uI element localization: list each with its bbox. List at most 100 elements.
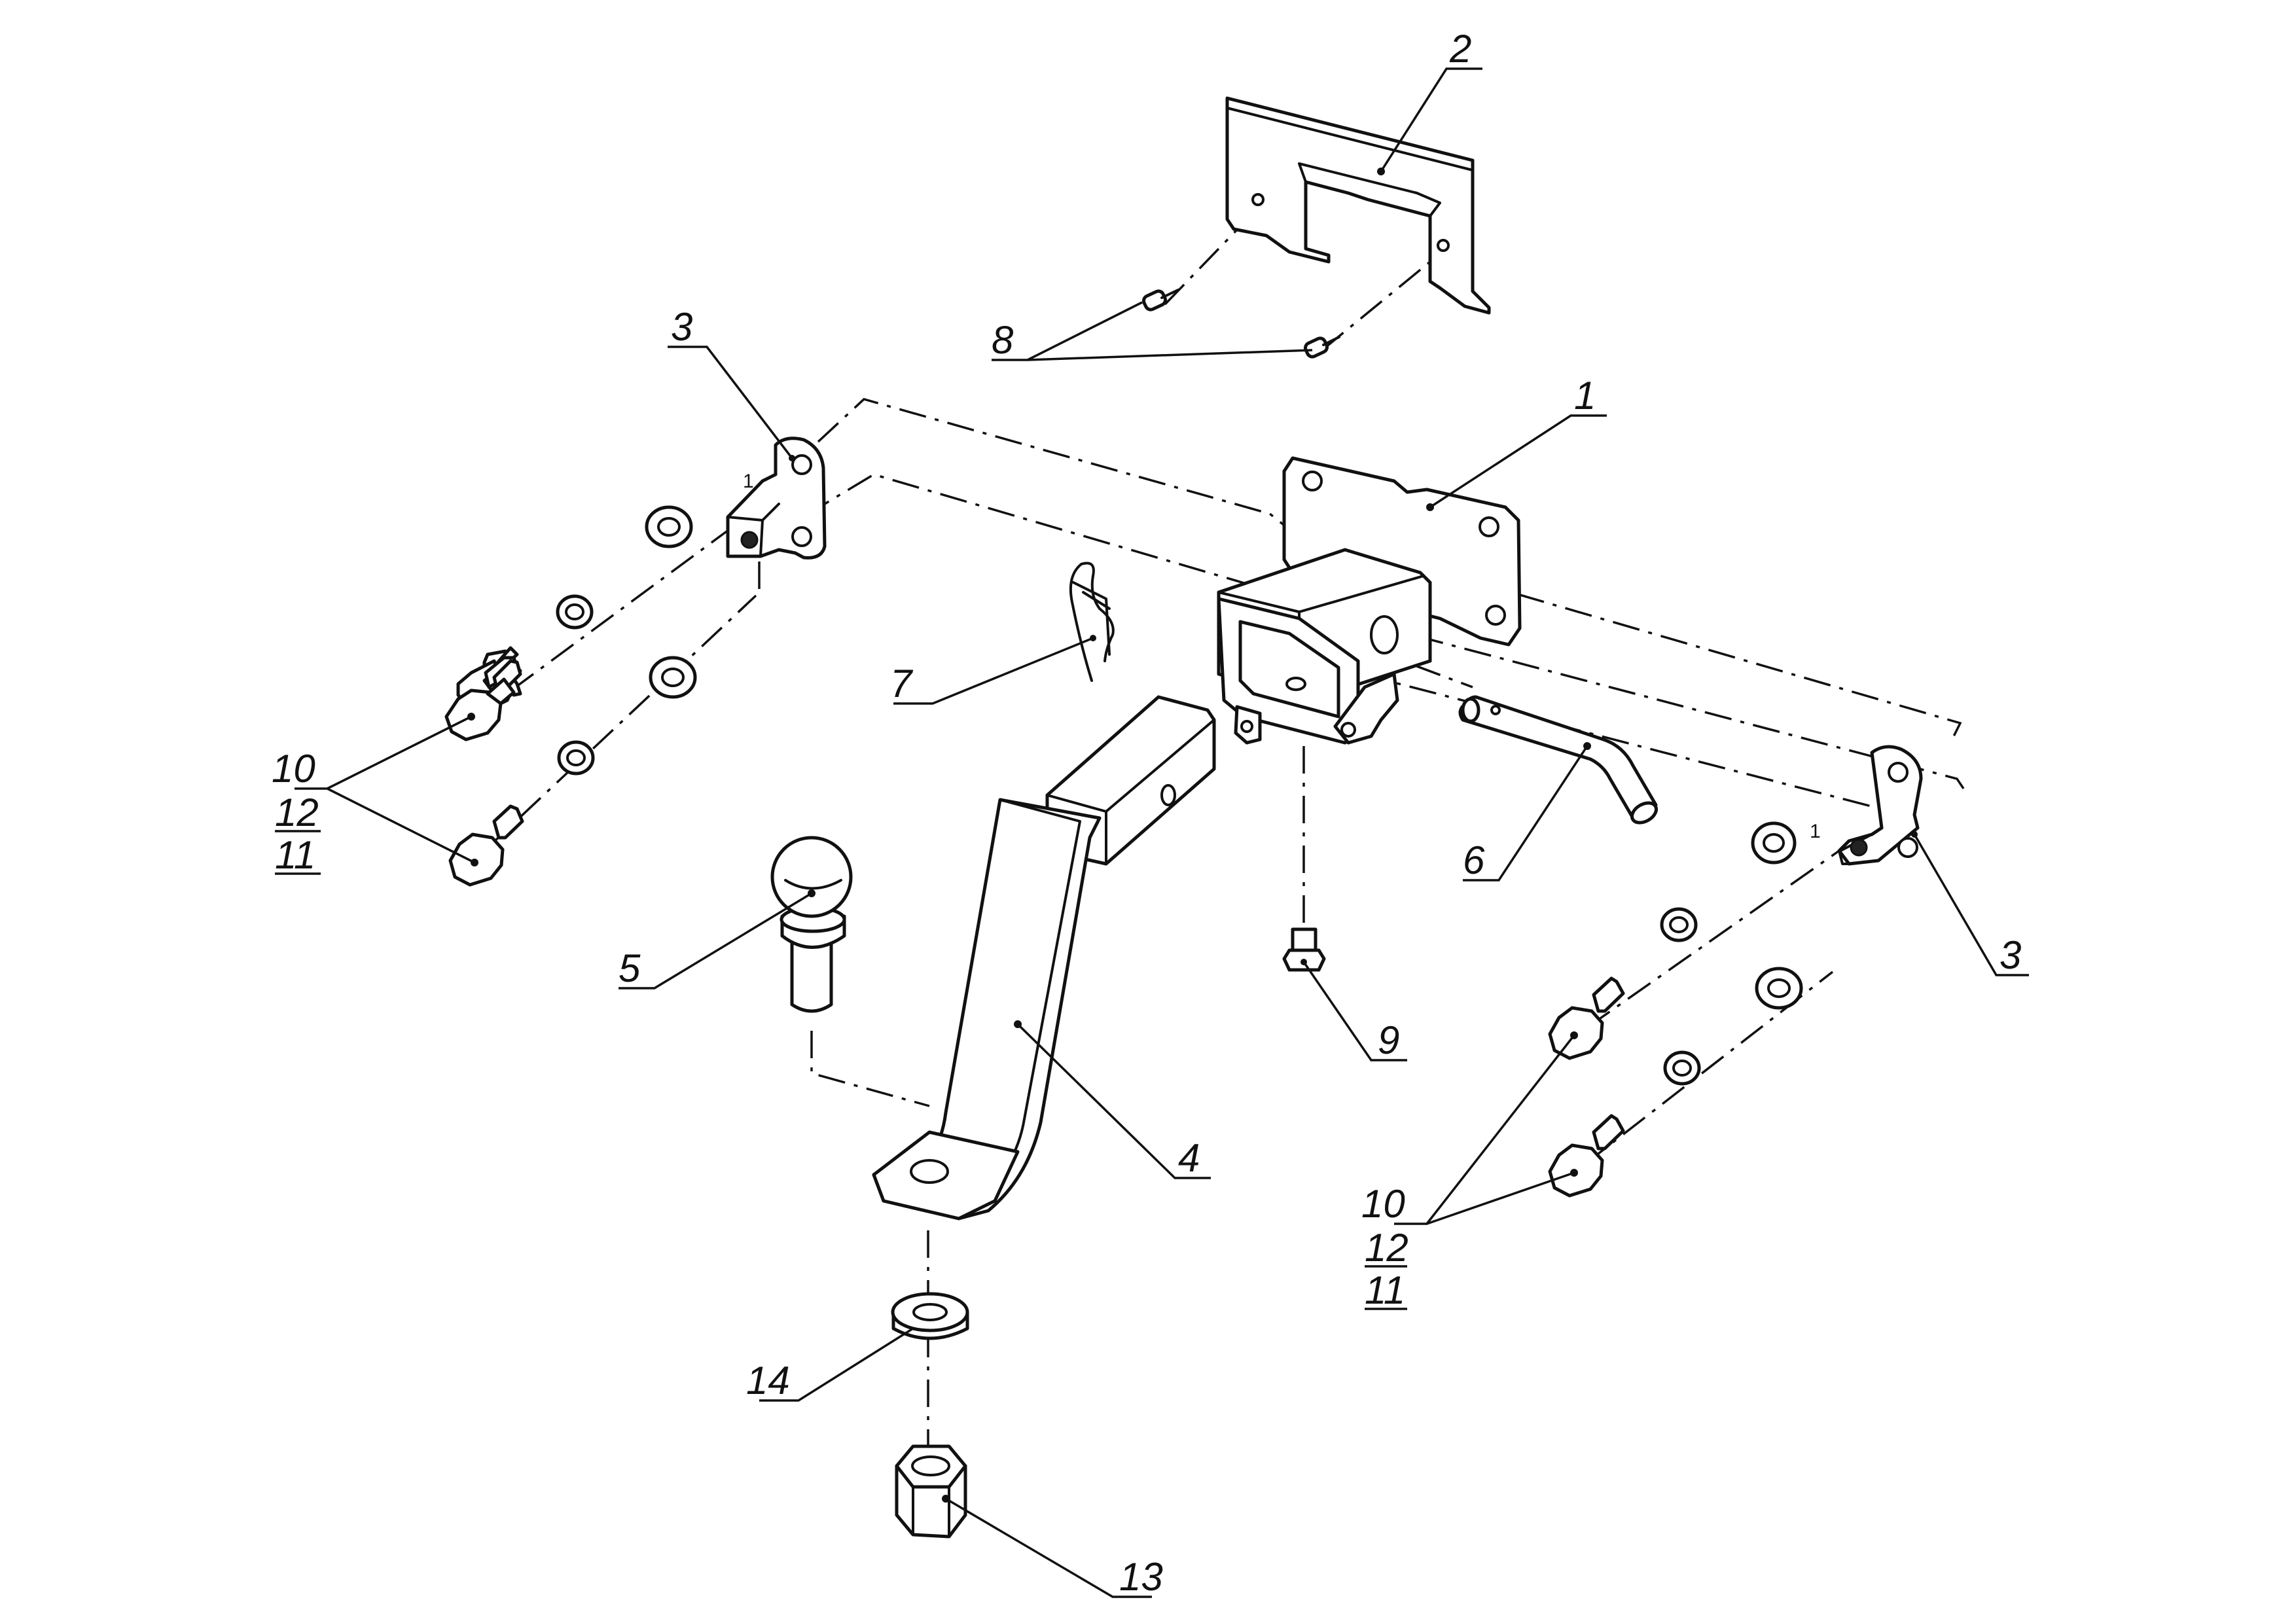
callout-5: 5 <box>619 946 641 990</box>
axis-line-cover-screw-right <box>1321 260 1431 351</box>
locking-pin-body <box>1458 695 1658 820</box>
cover-plate-cutout <box>1298 162 1441 217</box>
bracket-left-nut <box>740 531 759 549</box>
bracket-right-nut <box>1850 838 1868 857</box>
left-bolt-upper-shaft <box>486 677 516 705</box>
hitch-pin-clip <box>1069 562 1115 682</box>
bracket-left-mark: 1 <box>743 471 754 492</box>
cover-plate-hole-left <box>1251 193 1265 206</box>
cover-plate-flange-left <box>1226 97 1474 171</box>
receiver-pin-hole <box>1370 615 1399 654</box>
callout-6: 6 <box>1463 838 1485 882</box>
bracket-right-mark: 1 <box>1810 821 1821 842</box>
leader-9 <box>1302 961 1407 1061</box>
bolt-9 <box>1282 927 1326 972</box>
leader-lines <box>275 67 2029 1598</box>
callout-13: 13 <box>1119 1555 1163 1599</box>
axis-line-left-bolt-lower <box>483 594 757 852</box>
leader-10-left <box>295 715 472 790</box>
axis-line-frame-inner <box>1361 673 1892 813</box>
left-fastener-set <box>456 505 697 776</box>
left-flat-washer-upper <box>645 505 693 548</box>
callout-3-left: 3 <box>671 305 692 349</box>
callout-3-right: 3 <box>2000 933 2021 977</box>
right-hex-bolt-upper <box>1548 976 1625 1060</box>
cover-plate-body <box>1225 96 1491 315</box>
callout-11-left: 11 <box>275 833 315 877</box>
leader-2 <box>1380 67 1482 172</box>
bolt-shanks <box>486 677 516 705</box>
leader-6 <box>1463 745 1588 882</box>
callout-8: 8 <box>992 318 1014 362</box>
washer-14 <box>891 1292 969 1340</box>
receiver-square-opening <box>1238 620 1340 719</box>
callout-1: 1 <box>1574 374 1596 418</box>
cover-screw-right <box>1303 336 1340 359</box>
right-hex-bolt-lower <box>1548 1114 1625 1198</box>
bracket-left: 1 <box>726 437 827 560</box>
leader-1 <box>1429 414 1607 508</box>
cover-screws <box>1141 289 1340 359</box>
hitch-pin-clip-wire <box>1069 562 1115 682</box>
plate-hole-bottom-right <box>1485 605 1506 626</box>
leader-4 <box>1016 1023 1211 1179</box>
left-spring-washer-upper <box>556 594 594 630</box>
bracket-right-hole-lower <box>1897 837 1918 858</box>
leader-5 <box>619 892 812 990</box>
receiver-bottom-hole <box>1285 677 1306 691</box>
leader-7 <box>893 637 1094 705</box>
plate-hole-top-left <box>1302 471 1323 491</box>
bracket-left-hole-lower <box>791 526 812 547</box>
drawbar-blade <box>872 798 1102 1221</box>
right-flat-washer-lower <box>1755 967 1803 1010</box>
axis-line-upper-frame <box>817 398 1962 737</box>
callout-11-right: 11 <box>1365 1268 1405 1312</box>
bracket-left-hole-upper <box>791 454 812 475</box>
drawbar-ball-mount <box>872 695 1216 1221</box>
callout-7: 7 <box>890 662 914 705</box>
right-spring-washer-lower <box>1663 1050 1701 1086</box>
left-flat-washer-lower <box>649 656 697 699</box>
tow-ball-shank <box>790 940 833 1013</box>
axis-line-tow-ball <box>810 1031 930 1107</box>
bracket-right: 1 <box>1810 745 1923 866</box>
callout-4: 4 <box>1178 1136 1200 1180</box>
locking-pin <box>1458 695 1658 825</box>
cover-plate-hole-right <box>1437 239 1450 252</box>
drawbar-ball-hole <box>910 1159 949 1184</box>
callout-labels: 2 1 3 3 8 7 6 5 9 4 10 12 11 10 12 11 14… <box>272 27 2021 1599</box>
leader-3-right <box>1913 834 2029 976</box>
leader-10-right <box>1394 1034 1575 1225</box>
leader-14 <box>759 1327 914 1402</box>
left-spring-washer-lower <box>557 740 595 776</box>
left-hex-bolt-lower <box>448 804 524 887</box>
callout-14: 14 <box>746 1359 790 1402</box>
receiver-mounting-plate <box>1282 456 1522 647</box>
right-fastener-set <box>1660 821 1803 1086</box>
cover-plate <box>1225 96 1491 315</box>
bracket-right-hole-upper <box>1888 762 1909 783</box>
tow-ball-sphere <box>770 836 853 918</box>
callout-12-left: 12 <box>275 791 319 834</box>
callout-2: 2 <box>1449 27 1471 71</box>
receiver-hitch <box>1217 456 1522 745</box>
callout-10-left: 10 <box>272 747 315 791</box>
drawbar-pin-hole <box>1160 784 1176 806</box>
leader-8 <box>992 301 1143 361</box>
tow-ball <box>770 836 853 1013</box>
right-flat-washer-upper <box>1751 821 1797 865</box>
assembly-axis-lines <box>470 208 1965 1459</box>
callout-10-right: 10 <box>1361 1182 1405 1226</box>
right-spring-washer-upper <box>1660 907 1698 942</box>
cover-screw-left <box>1141 289 1179 312</box>
hex-nut-13 <box>895 1444 967 1539</box>
axis-line-lower-frame <box>758 473 1965 789</box>
plate-hole-top-right <box>1479 516 1499 537</box>
callout-9: 9 <box>1378 1018 1399 1062</box>
left-hex-bolt-upper <box>444 656 522 741</box>
leader-3-left <box>668 346 793 459</box>
leader-13 <box>945 1497 1152 1598</box>
axis-line-right-bolt-upper <box>1586 849 1840 1029</box>
callout-12-right: 12 <box>1365 1226 1408 1270</box>
